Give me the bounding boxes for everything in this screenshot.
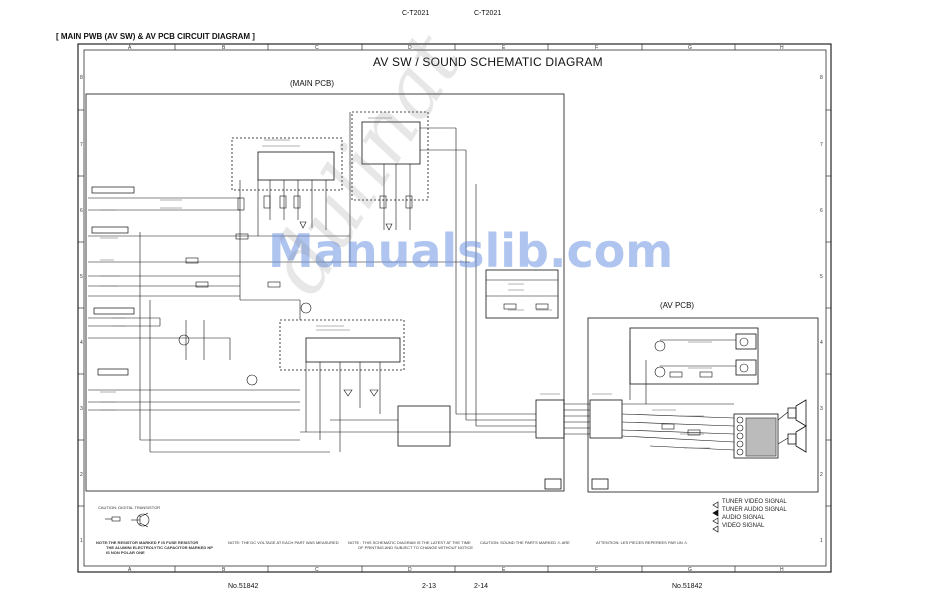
grid-row-7-right: 7	[820, 142, 823, 148]
caution-parts-note: CAUTION: SOUND THE PARTS MARKED ⚠ ARE	[480, 540, 570, 545]
note-latest-schematic-1: NOTE : THIS SCHEMATIC DIAGRAM IS THE LAT…	[348, 540, 471, 545]
grid-row-8-right: 8	[820, 75, 823, 81]
grid-column-e-bottom: E	[502, 567, 506, 573]
grid-row-2-right: 2	[820, 472, 823, 478]
note-non-polar: IS NON POLAR ONE	[106, 550, 145, 555]
note-dc-voltage: NOTE: THE DC VOLTAGE AT EACH PART WAS ME…	[228, 540, 339, 545]
grid-row-8-left: 8	[80, 75, 83, 81]
doc-number-left: No.51842	[228, 583, 259, 590]
grid-row-6-left: 6	[80, 208, 83, 214]
grid-column-g-top: G	[688, 45, 692, 51]
page-number-right: 2-14	[474, 583, 489, 590]
main-pcb-label: (MAIN PCB)	[290, 79, 334, 88]
grid-row-4-right: 4	[820, 340, 823, 346]
note-electrolytic-capacitor: THE ALUMINI ELECTROLYTIC CAPACITOR MARKE…	[106, 545, 213, 550]
grid-column-a-top: A	[128, 45, 132, 51]
attention-note: ATTENTION: LES PIECES REPEREES PAR UN ⚠	[596, 540, 688, 545]
legend-item-audio: AUDIO SIGNAL	[722, 515, 765, 521]
grid-column-d-top: D	[408, 45, 412, 51]
grid-column-b-bottom: B	[222, 567, 226, 573]
doc-number-right: No.51842	[672, 583, 703, 590]
model-label-left: C-T2021	[402, 10, 430, 17]
grid-column-h-bottom: H	[780, 567, 784, 573]
note-latest-schematic-2: OF PRINTING AND SUBJECT TO CHANGE WITHOU…	[358, 545, 474, 550]
grid-row-6-right: 6	[820, 208, 823, 214]
grid-column-e-top: E	[502, 45, 506, 51]
model-label-right: C-T2021	[474, 10, 502, 17]
grid-column-d-bottom: D	[408, 567, 412, 573]
legend-item-tuner-video: TUNER VIDEO SIGNAL	[722, 499, 787, 505]
diagram-title: AV SW / SOUND SCHEMATIC DIAGRAM	[373, 55, 603, 69]
grid-column-f-top: F	[595, 45, 599, 51]
av-pcb-label: (AV PCB)	[660, 301, 695, 310]
page-number-left: 2-13	[422, 583, 437, 590]
grid-row-3-left: 3	[80, 406, 83, 412]
grid-column-f-bottom: F	[595, 567, 599, 573]
grid-row-7-left: 7	[80, 142, 83, 148]
section-title: [ MAIN PWB (AV SW) & AV PCB CIRCUIT DIAG…	[56, 32, 255, 41]
caution-transistor-note: CAUTION: DIGITAL TRANSISTOR	[98, 505, 161, 510]
grid-column-g-bottom: G	[688, 567, 692, 573]
grid-column-h-top: H	[780, 45, 784, 51]
grid-column-c-bottom: C	[315, 567, 319, 573]
grid-column-c-top: C	[315, 45, 319, 51]
grid-row-5-left: 5	[80, 274, 83, 280]
grid-row-1-left: 1	[80, 538, 83, 544]
grid-column-b-top: B	[222, 45, 226, 51]
grid-row-5-right: 5	[820, 274, 823, 280]
grid-column-a-bottom: A	[128, 567, 132, 573]
grid-row-1-right: 1	[820, 538, 823, 544]
grid-row-3-right: 3	[820, 406, 823, 412]
note-fuse-resistor: NOTE:THE RESISTOR MARKED F IS FUSE RESIS…	[96, 540, 199, 545]
legend-item-tuner-audio: TUNER AUDIO SIGNAL	[722, 507, 787, 513]
legend-item-video: VIDEO SIGNAL	[722, 523, 765, 529]
grid-row-4-left: 4	[80, 340, 83, 346]
watermark-manualslib: Manualslib.com	[268, 224, 674, 278]
grid-row-2-left: 2	[80, 472, 83, 478]
